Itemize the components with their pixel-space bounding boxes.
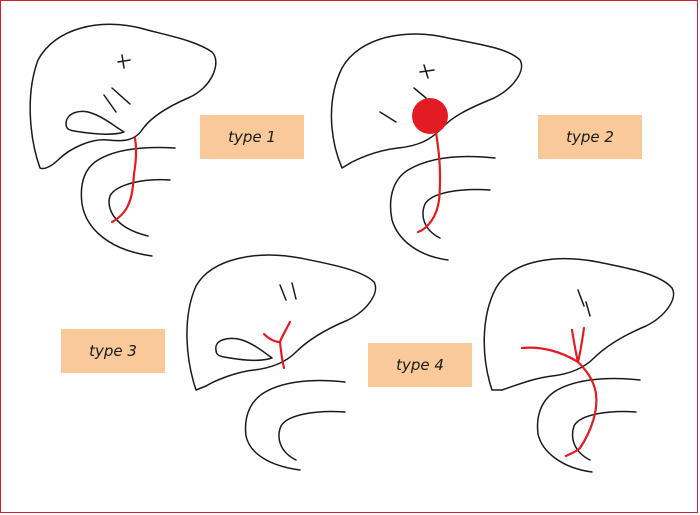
type3-fissure: [279, 282, 297, 301]
type2-cyst: [412, 98, 448, 134]
type4-cbd: [520, 326, 598, 458]
type2-cbd: [416, 130, 442, 234]
type1-fissure: [103, 54, 131, 113]
type1-liver-outline: [29, 23, 217, 170]
type3-gallbladder: [215, 337, 273, 361]
type1-label: type 1: [200, 115, 304, 159]
type2-diagram: [330, 33, 523, 261]
type2-stomach-duodenum: [389, 155, 496, 261]
type1-gallbladder: [65, 110, 125, 135]
type4-fissure: [577, 289, 591, 317]
type2-liver-outline: [330, 33, 523, 169]
type4-stomach-duodenum: [536, 377, 641, 473]
type3-diagram: [186, 254, 377, 471]
type2-fissure: [379, 64, 435, 123]
type2-label: type 2: [538, 115, 642, 159]
type4-diagram: [483, 257, 675, 473]
type3-stomach-duodenum: [244, 379, 346, 471]
type4-label: type 4: [368, 343, 472, 387]
type3-liver-outline: [186, 254, 377, 391]
type4-liver-outline: [483, 257, 675, 391]
type1-diagram: [29, 23, 217, 257]
type1-stomach-duodenum: [80, 146, 176, 257]
type3-cbd: [262, 320, 292, 370]
type3-label: type 3: [61, 329, 165, 373]
type1-cbd: [110, 136, 138, 224]
